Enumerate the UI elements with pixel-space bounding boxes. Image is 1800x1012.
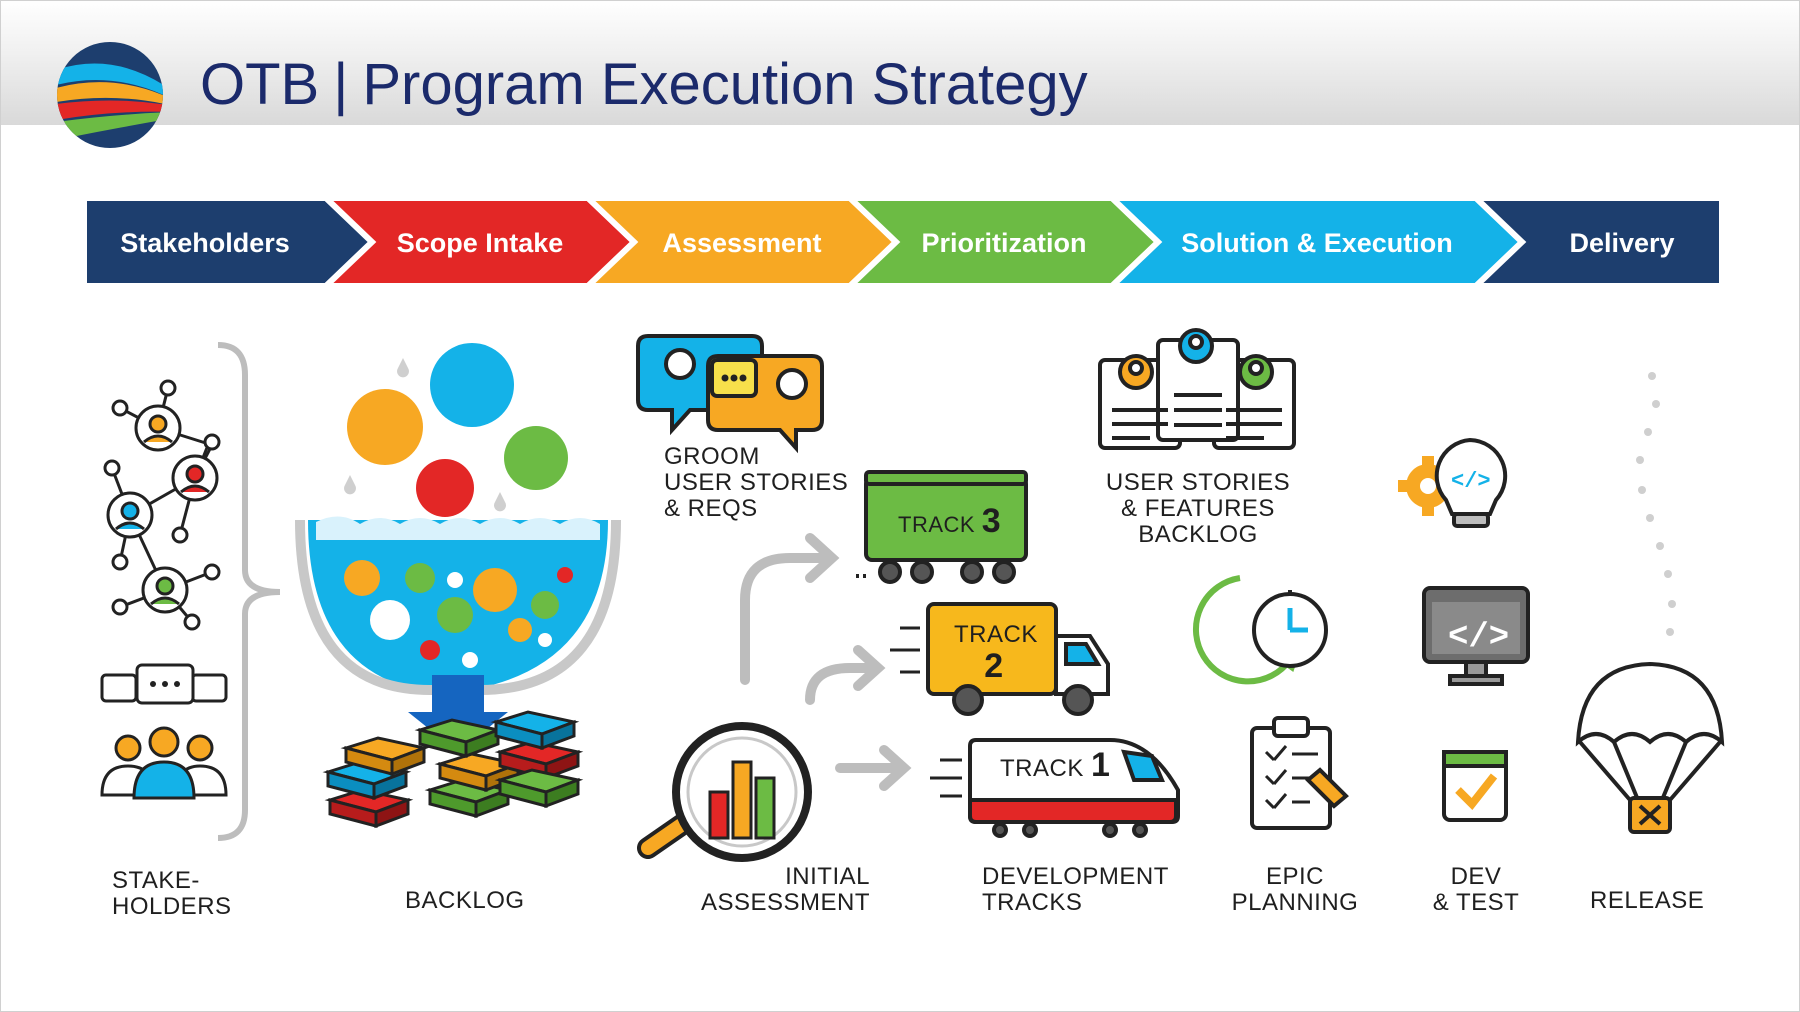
- stage-chevron-6: [1468, 195, 1725, 289]
- track-1-number: 1: [1091, 746, 1111, 784]
- release-label: RELEASE: [1590, 887, 1705, 914]
- development-tracks-label: DEVELOPMENT TRACKS: [982, 864, 1169, 916]
- user-stories-line-1: USER STORIES: [1105, 469, 1291, 496]
- team-chat-icon: [100, 663, 228, 800]
- track-3-label: TRACK 3: [898, 504, 1001, 538]
- dev-test-label: DEV & TEST: [1424, 864, 1528, 916]
- user-stories-line-2: & FEATURES: [1121, 495, 1275, 522]
- connector-arrows-icon: [740, 533, 912, 791]
- user-stories-backlog-label: USER STORIES & FEATURES BACKLOG: [1100, 470, 1296, 548]
- user-stories-line-3: BACKLOG: [1138, 521, 1258, 548]
- development-tracks-line-2: TRACKS: [982, 889, 1083, 916]
- stage-label-4: Prioritization: [921, 228, 1086, 258]
- release-line-1: RELEASE: [1590, 887, 1705, 914]
- groom-line-1: GROOM: [664, 443, 760, 470]
- process-illustration: </> </>: [100, 328, 1725, 862]
- track-2-number: 2: [984, 647, 1004, 685]
- clipboard-icon: [1250, 716, 1349, 830]
- track-3-number: 3: [981, 502, 1002, 540]
- initial-assessment-label: INITIAL ASSESSMENT: [700, 864, 870, 916]
- development-tracks-line-1: DEVELOPMENT: [982, 863, 1169, 890]
- stage-label-3: Assessment: [662, 228, 821, 258]
- brace-icon: [217, 342, 281, 841]
- magnifier-chart-icon: [637, 722, 812, 862]
- monitor-code-icon: </>: [1422, 586, 1530, 686]
- header-bar: [0, 0, 1800, 125]
- brand-text: OTB: [200, 52, 320, 117]
- train-icon: [856, 470, 1028, 584]
- calendar-check-icon: [1442, 750, 1508, 822]
- track-1-text: TRACK: [1000, 755, 1084, 782]
- track-3-text: TRACK: [898, 512, 976, 537]
- stage-label-1: Stakeholders: [120, 228, 290, 258]
- funnel-icon: [295, 343, 621, 752]
- groom-line-3: & REQS: [664, 495, 758, 522]
- title-text: Program Execution Strategy: [362, 52, 1088, 117]
- stakeholders-line-1: STAKE-: [112, 867, 200, 894]
- parachute-icon: [1575, 661, 1725, 834]
- blocks-icon: [322, 710, 584, 829]
- otb-logo-icon: [57, 42, 163, 148]
- track-2-text: TRACK: [954, 621, 1038, 648]
- page-title: OTB|Program Execution Strategy: [200, 50, 1088, 120]
- svg-text:</>: </>: [1448, 619, 1509, 657]
- stakeholders-label: STAKE- HOLDERS: [112, 868, 232, 920]
- epic-planning-line-2: PLANNING: [1231, 889, 1359, 916]
- lightbulb-gear-icon: </>: [1398, 437, 1508, 528]
- epic-planning-label: EPIC PLANNING: [1230, 864, 1360, 916]
- groom-label: GROOM USER STORIES & REQS: [664, 444, 848, 522]
- initial-assessment-line-2: ASSESSMENT: [700, 889, 870, 916]
- epic-planning-line-1: EPIC: [1265, 863, 1324, 890]
- profiles-icon: [1098, 328, 1296, 450]
- release-path-dots-icon: [1636, 372, 1676, 636]
- groom-line-2: USER STORIES: [664, 469, 849, 496]
- dev-test-line-1: DEV: [1450, 863, 1502, 890]
- svg-text:</>: </>: [1451, 469, 1491, 494]
- stage-label-6: Delivery: [1569, 228, 1674, 258]
- stakeholder-network-icon: [103, 379, 221, 631]
- stakeholders-line-2: HOLDERS: [112, 893, 232, 920]
- chat-bubbles-icon: [636, 334, 824, 454]
- track-1-label: TRACK 1: [1000, 748, 1110, 782]
- stage-label-5: Solution & Execution: [1181, 228, 1453, 258]
- initial-assessment-line-1: INITIAL: [785, 863, 870, 890]
- backlog-line-1: BACKLOG: [405, 887, 525, 914]
- dev-test-line-2: & TEST: [1432, 889, 1520, 916]
- title-separator: |: [333, 52, 349, 117]
- stage-chevrons: Stakeholders Scope Intake Assessment Priori…: [81, 195, 1725, 289]
- truck-icon: [890, 602, 1110, 716]
- stage-label-2: Scope Intake: [397, 228, 564, 258]
- clock-icon: [1192, 575, 1328, 685]
- bullet-train-icon: [930, 738, 1180, 838]
- backlog-label: BACKLOG: [405, 888, 525, 914]
